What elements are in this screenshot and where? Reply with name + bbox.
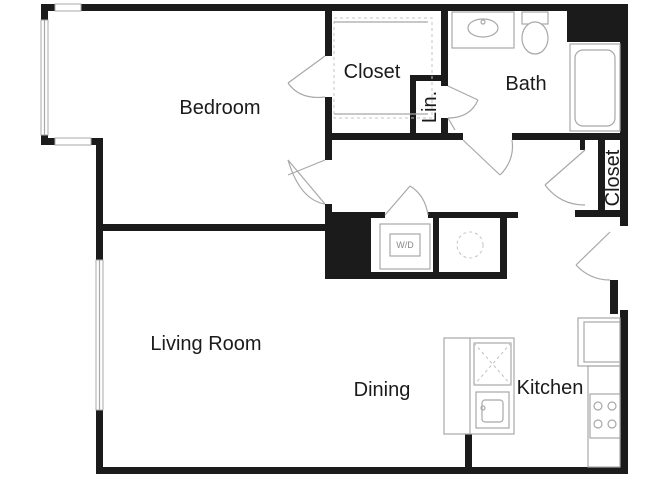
label-dining: Dining: [354, 379, 411, 401]
kitchen-sink-icon: [475, 391, 510, 429]
windows: [40, 3, 104, 411]
range-icon: [589, 393, 621, 439]
kitchen-fixtures: [443, 317, 621, 468]
label-kitchen: Kitchen: [517, 377, 584, 399]
label-closet-hall: Closet: [602, 149, 624, 206]
toilet-icon: [521, 21, 549, 55]
dishwasher: [473, 342, 512, 386]
washer-dryer-label: W/D: [396, 240, 414, 250]
bathtub: [569, 43, 621, 132]
label-linen: Lin.: [419, 91, 441, 123]
room-labels: Bedroom Closet Bath Living Room Dining K…: [150, 61, 624, 401]
sink-icon: [467, 18, 499, 38]
closet-shelving: [333, 17, 433, 119]
vanity: [451, 11, 515, 49]
label-living-room: Living Room: [150, 333, 261, 355]
label-bath: Bath: [505, 73, 546, 95]
water-heater-icon: [456, 231, 484, 259]
door-swings: [287, 55, 611, 281]
laundry-fixtures: W/D: [379, 223, 484, 270]
shafts: [325, 4, 628, 279]
washer-dryer: [379, 223, 431, 270]
label-bedroom: Bedroom: [179, 97, 260, 119]
bath-fixtures: [451, 11, 621, 132]
kitchen-counter: [443, 337, 515, 435]
refrigerator: [577, 317, 621, 367]
label-closet-main: Closet: [344, 61, 401, 83]
